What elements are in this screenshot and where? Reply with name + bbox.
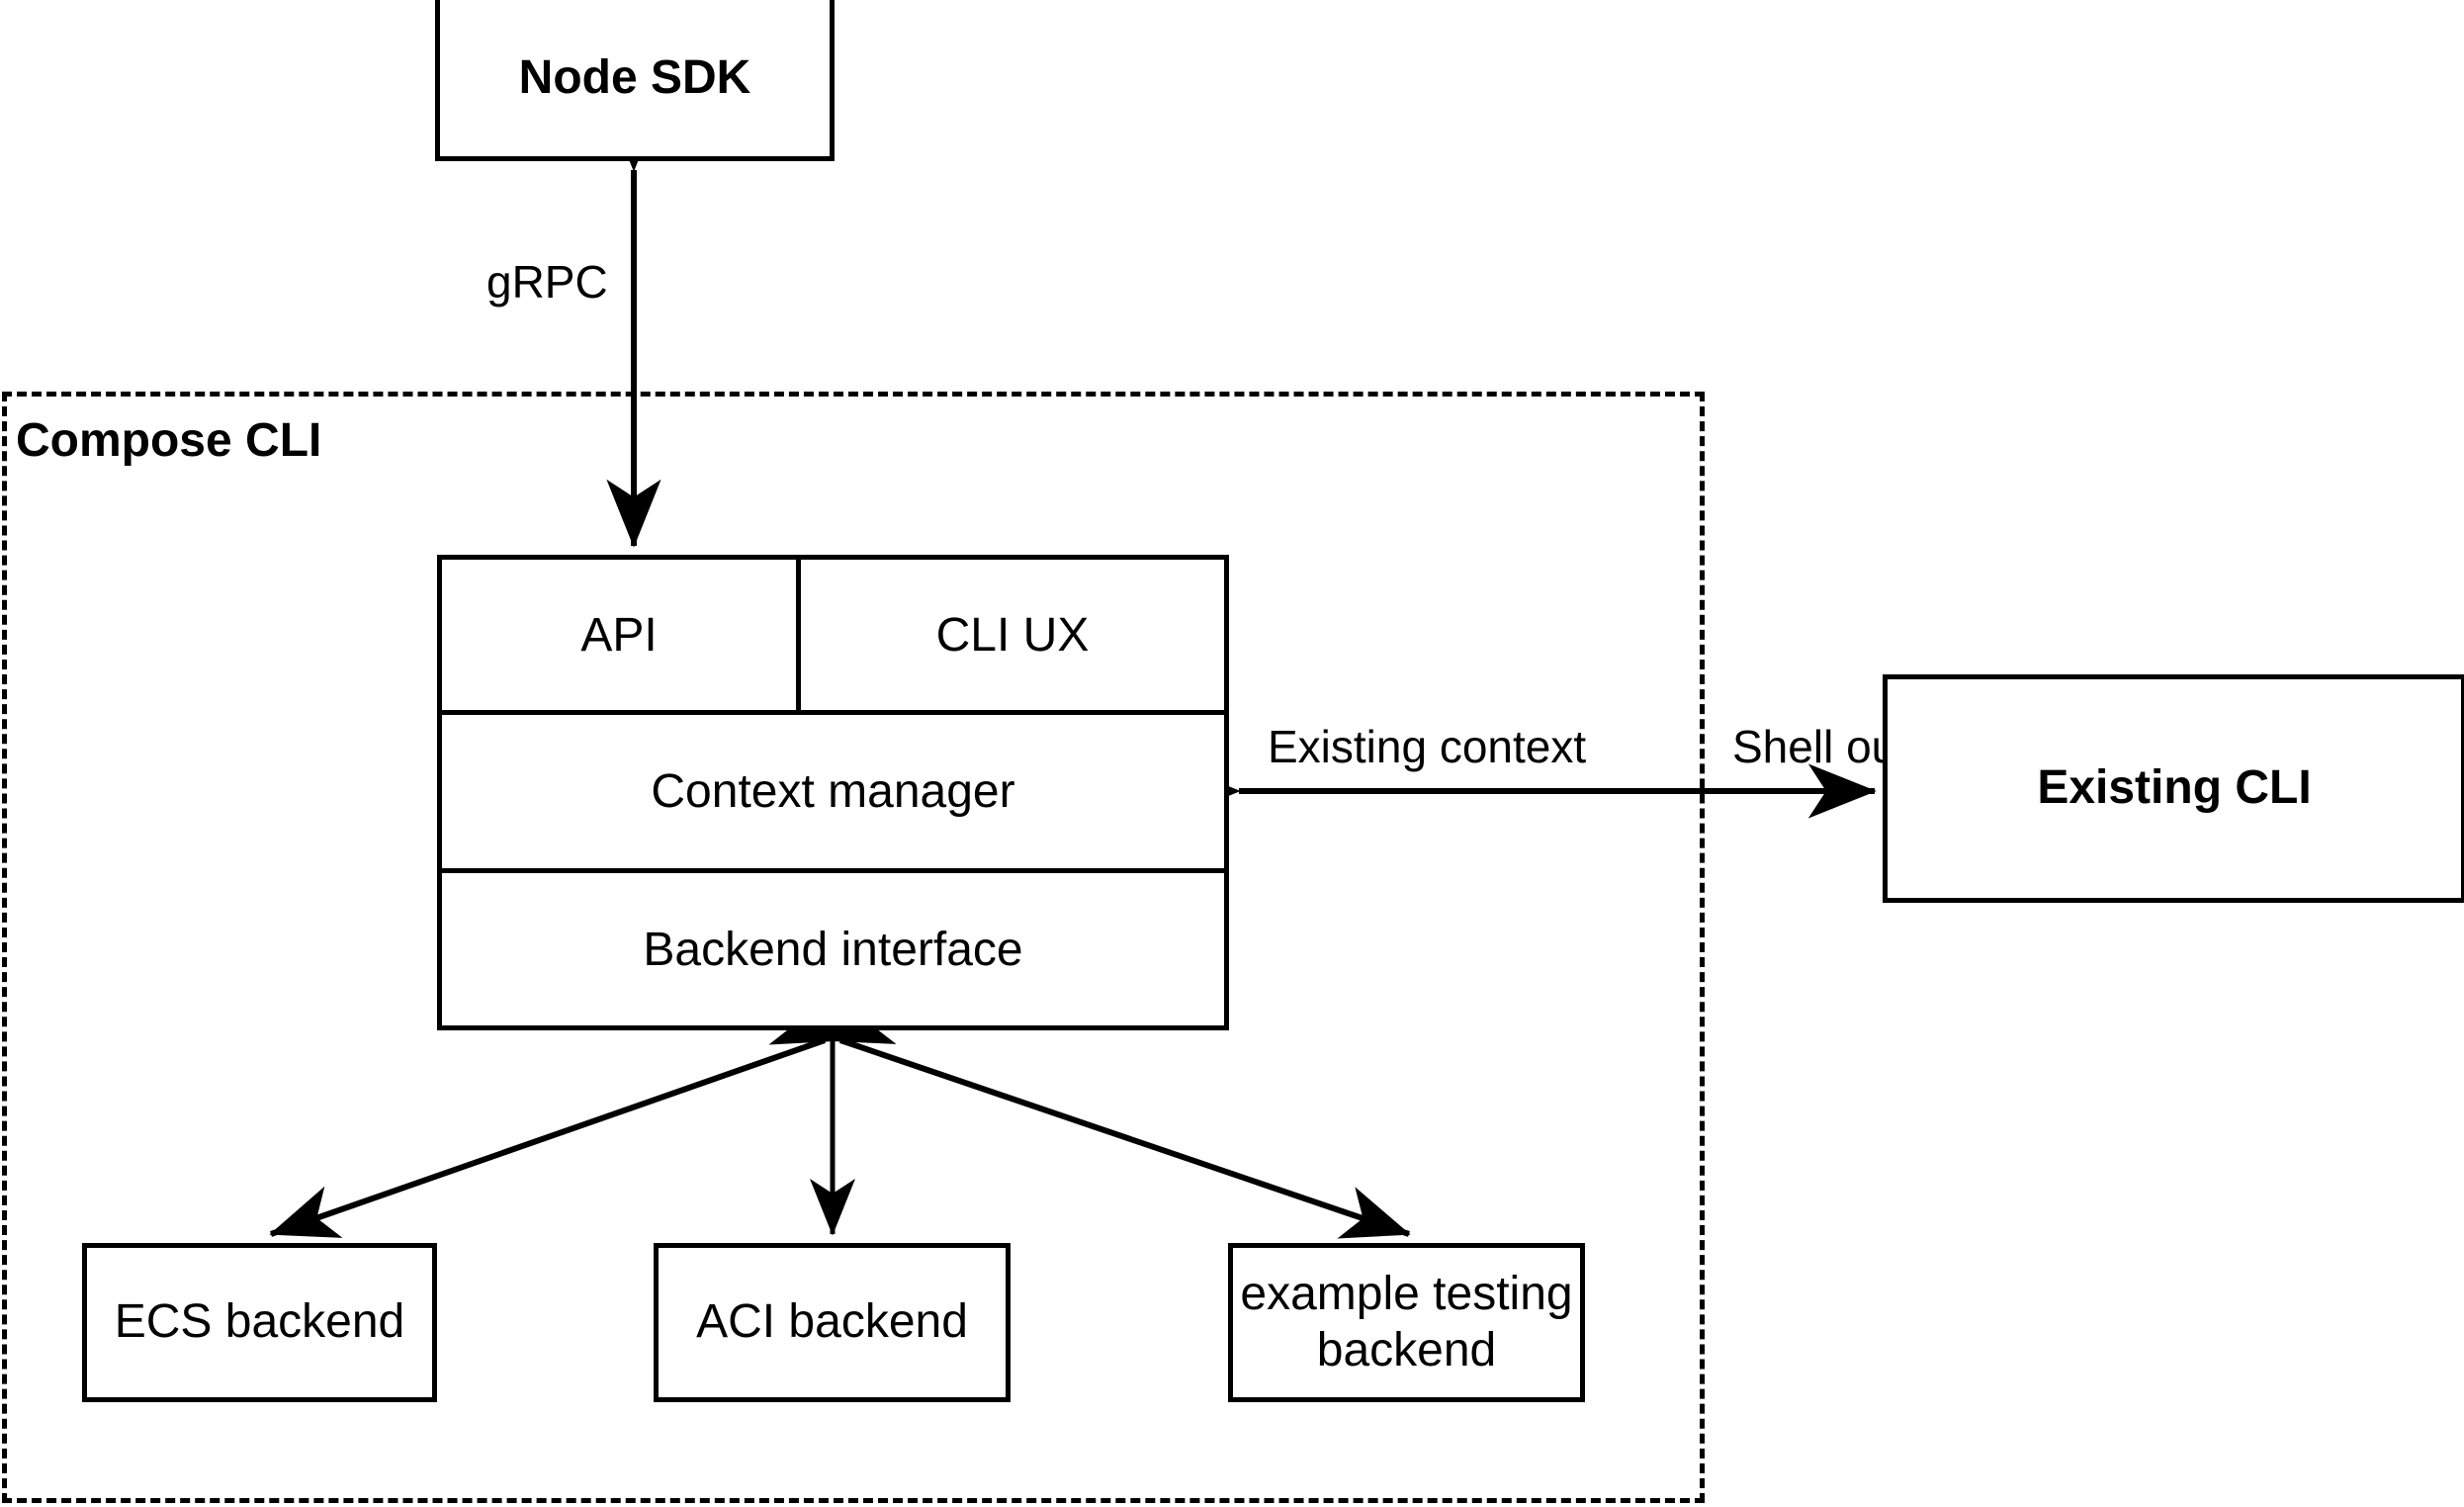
node-api[interactable]: API [442, 560, 796, 710]
node-api-label: API [580, 608, 658, 662]
node-aci-backend[interactable]: ACI backend [654, 1243, 1011, 1402]
node-context-manager[interactable]: Context manager [442, 715, 1224, 868]
node-existing-cli-label: Existing CLI [2037, 761, 2312, 815]
node-context-manager-label: Context manager [651, 765, 1015, 818]
node-ecs-backend[interactable]: ECS backend [82, 1243, 437, 1402]
node-node-sdk-label: Node SDK [518, 50, 751, 104]
stack-row-top: API CLI UX [442, 560, 1224, 710]
node-example-testing-backend[interactable]: example testing backend [1228, 1243, 1585, 1402]
node-example-testing-backend-label-line2: backend [1316, 1323, 1497, 1376]
edge-label-grpc: gRPC [486, 256, 608, 308]
node-cli-ux[interactable]: CLI UX [796, 560, 1224, 710]
stack-row-backend-interface: Backend interface [442, 868, 1224, 1025]
edge-backend-example [768, 993, 1411, 1239]
node-backend-interface-label: Backend interface [643, 923, 1023, 976]
edge-label-shell-out: Shell out [1732, 721, 1910, 772]
node-backend-interface[interactable]: Backend interface [442, 873, 1224, 1025]
compose-cli-group-box [2, 392, 1705, 1503]
stack-row-context-manager: Context manager [442, 710, 1224, 868]
node-node-sdk[interactable]: Node SDK [435, 0, 835, 161]
compose-cli-stack: API CLI UX Context manager Backend inter… [437, 555, 1229, 1030]
edge-label-existing-context: Existing context [1268, 721, 1587, 772]
node-ecs-backend-label: ECS backend [114, 1295, 405, 1349]
node-example-testing-backend-label-line1: example testing [1240, 1267, 1573, 1320]
edge-backend-ecs [269, 992, 897, 1238]
node-cli-ux-label: CLI UX [935, 608, 1090, 662]
compose-cli-group-label: Compose CLI [16, 414, 322, 467]
node-existing-cli[interactable]: Existing CLI [1883, 674, 2464, 903]
node-aci-backend-label: ACI backend [696, 1295, 968, 1349]
